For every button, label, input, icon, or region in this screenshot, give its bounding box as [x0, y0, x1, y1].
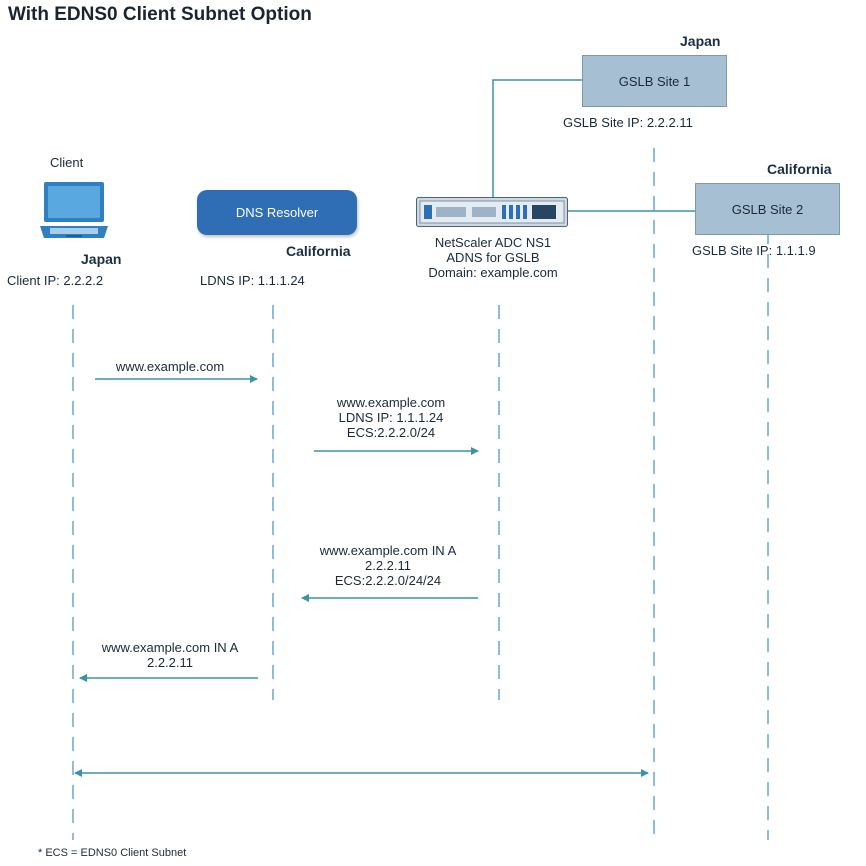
client-region: Japan [81, 251, 122, 267]
site2-ip: GSLB Site IP: 1.1.1.9 [692, 243, 816, 258]
adc-label: NetScaler ADC NS1 ADNS for GSLB Domain: … [408, 235, 578, 280]
site2-label: GSLB Site 2 [731, 201, 804, 217]
message-1-line1: www.example.com [115, 359, 225, 374]
adc-domain: Domain: example.com [428, 265, 558, 280]
resolver-region: California [286, 243, 351, 259]
adc-name: NetScaler ADC NS1 [434, 235, 552, 250]
site1-ip: GSLB Site IP: 2.2.2.11 [563, 115, 693, 130]
dns-resolver-node: DNS Resolver [197, 190, 357, 235]
diagram-title: With EDNS0 Client Subnet Option [8, 4, 312, 25]
gslb-site1-node: GSLB Site 1 [582, 55, 727, 107]
resolver-ip: LDNS IP: 1.1.1.24 [200, 273, 305, 288]
client-label: Client [50, 155, 84, 170]
message-1: www.example.com [100, 359, 240, 374]
laptop-icon [38, 180, 110, 244]
client-ip: Client IP: 2.2.2.2 [7, 273, 104, 288]
adc-role: ADNS for GSLB [446, 250, 540, 265]
message-4-line1: www.example.com IN A [101, 640, 239, 655]
server-appliance-icon [416, 197, 568, 227]
message-2-line3: ECS:2.2.2.0/24 [346, 425, 436, 440]
message-4-line2: 2.2.2.11 [146, 655, 194, 670]
site1-region: Japan [680, 33, 721, 49]
message-2: www.example.com LDNS IP: 1.1.1.24 ECS:2.… [316, 395, 466, 440]
site2-region: California [767, 161, 832, 177]
footnote: * ECS = EDNS0 Client Subnet [38, 847, 187, 859]
message-3-line2: 2.2.2.11 [364, 558, 412, 573]
message-3-line3: ECS:2.2.2.0/24/24 [334, 573, 442, 588]
message-3-line1: www.example.com IN A [319, 543, 457, 558]
message-2-line2: LDNS IP: 1.1.1.24 [338, 410, 444, 425]
message-4: www.example.com IN A 2.2.2.11 [82, 640, 258, 670]
dns-resolver-label: DNS Resolver [235, 205, 319, 220]
message-2-line1: www.example.com [336, 395, 446, 410]
site1-label: GSLB Site 1 [618, 73, 691, 89]
message-3: www.example.com IN A 2.2.2.11 ECS:2.2.2.… [300, 543, 476, 588]
connector-adc-site1 [492, 79, 582, 198]
gslb-site2-node: GSLB Site 2 [695, 183, 840, 235]
